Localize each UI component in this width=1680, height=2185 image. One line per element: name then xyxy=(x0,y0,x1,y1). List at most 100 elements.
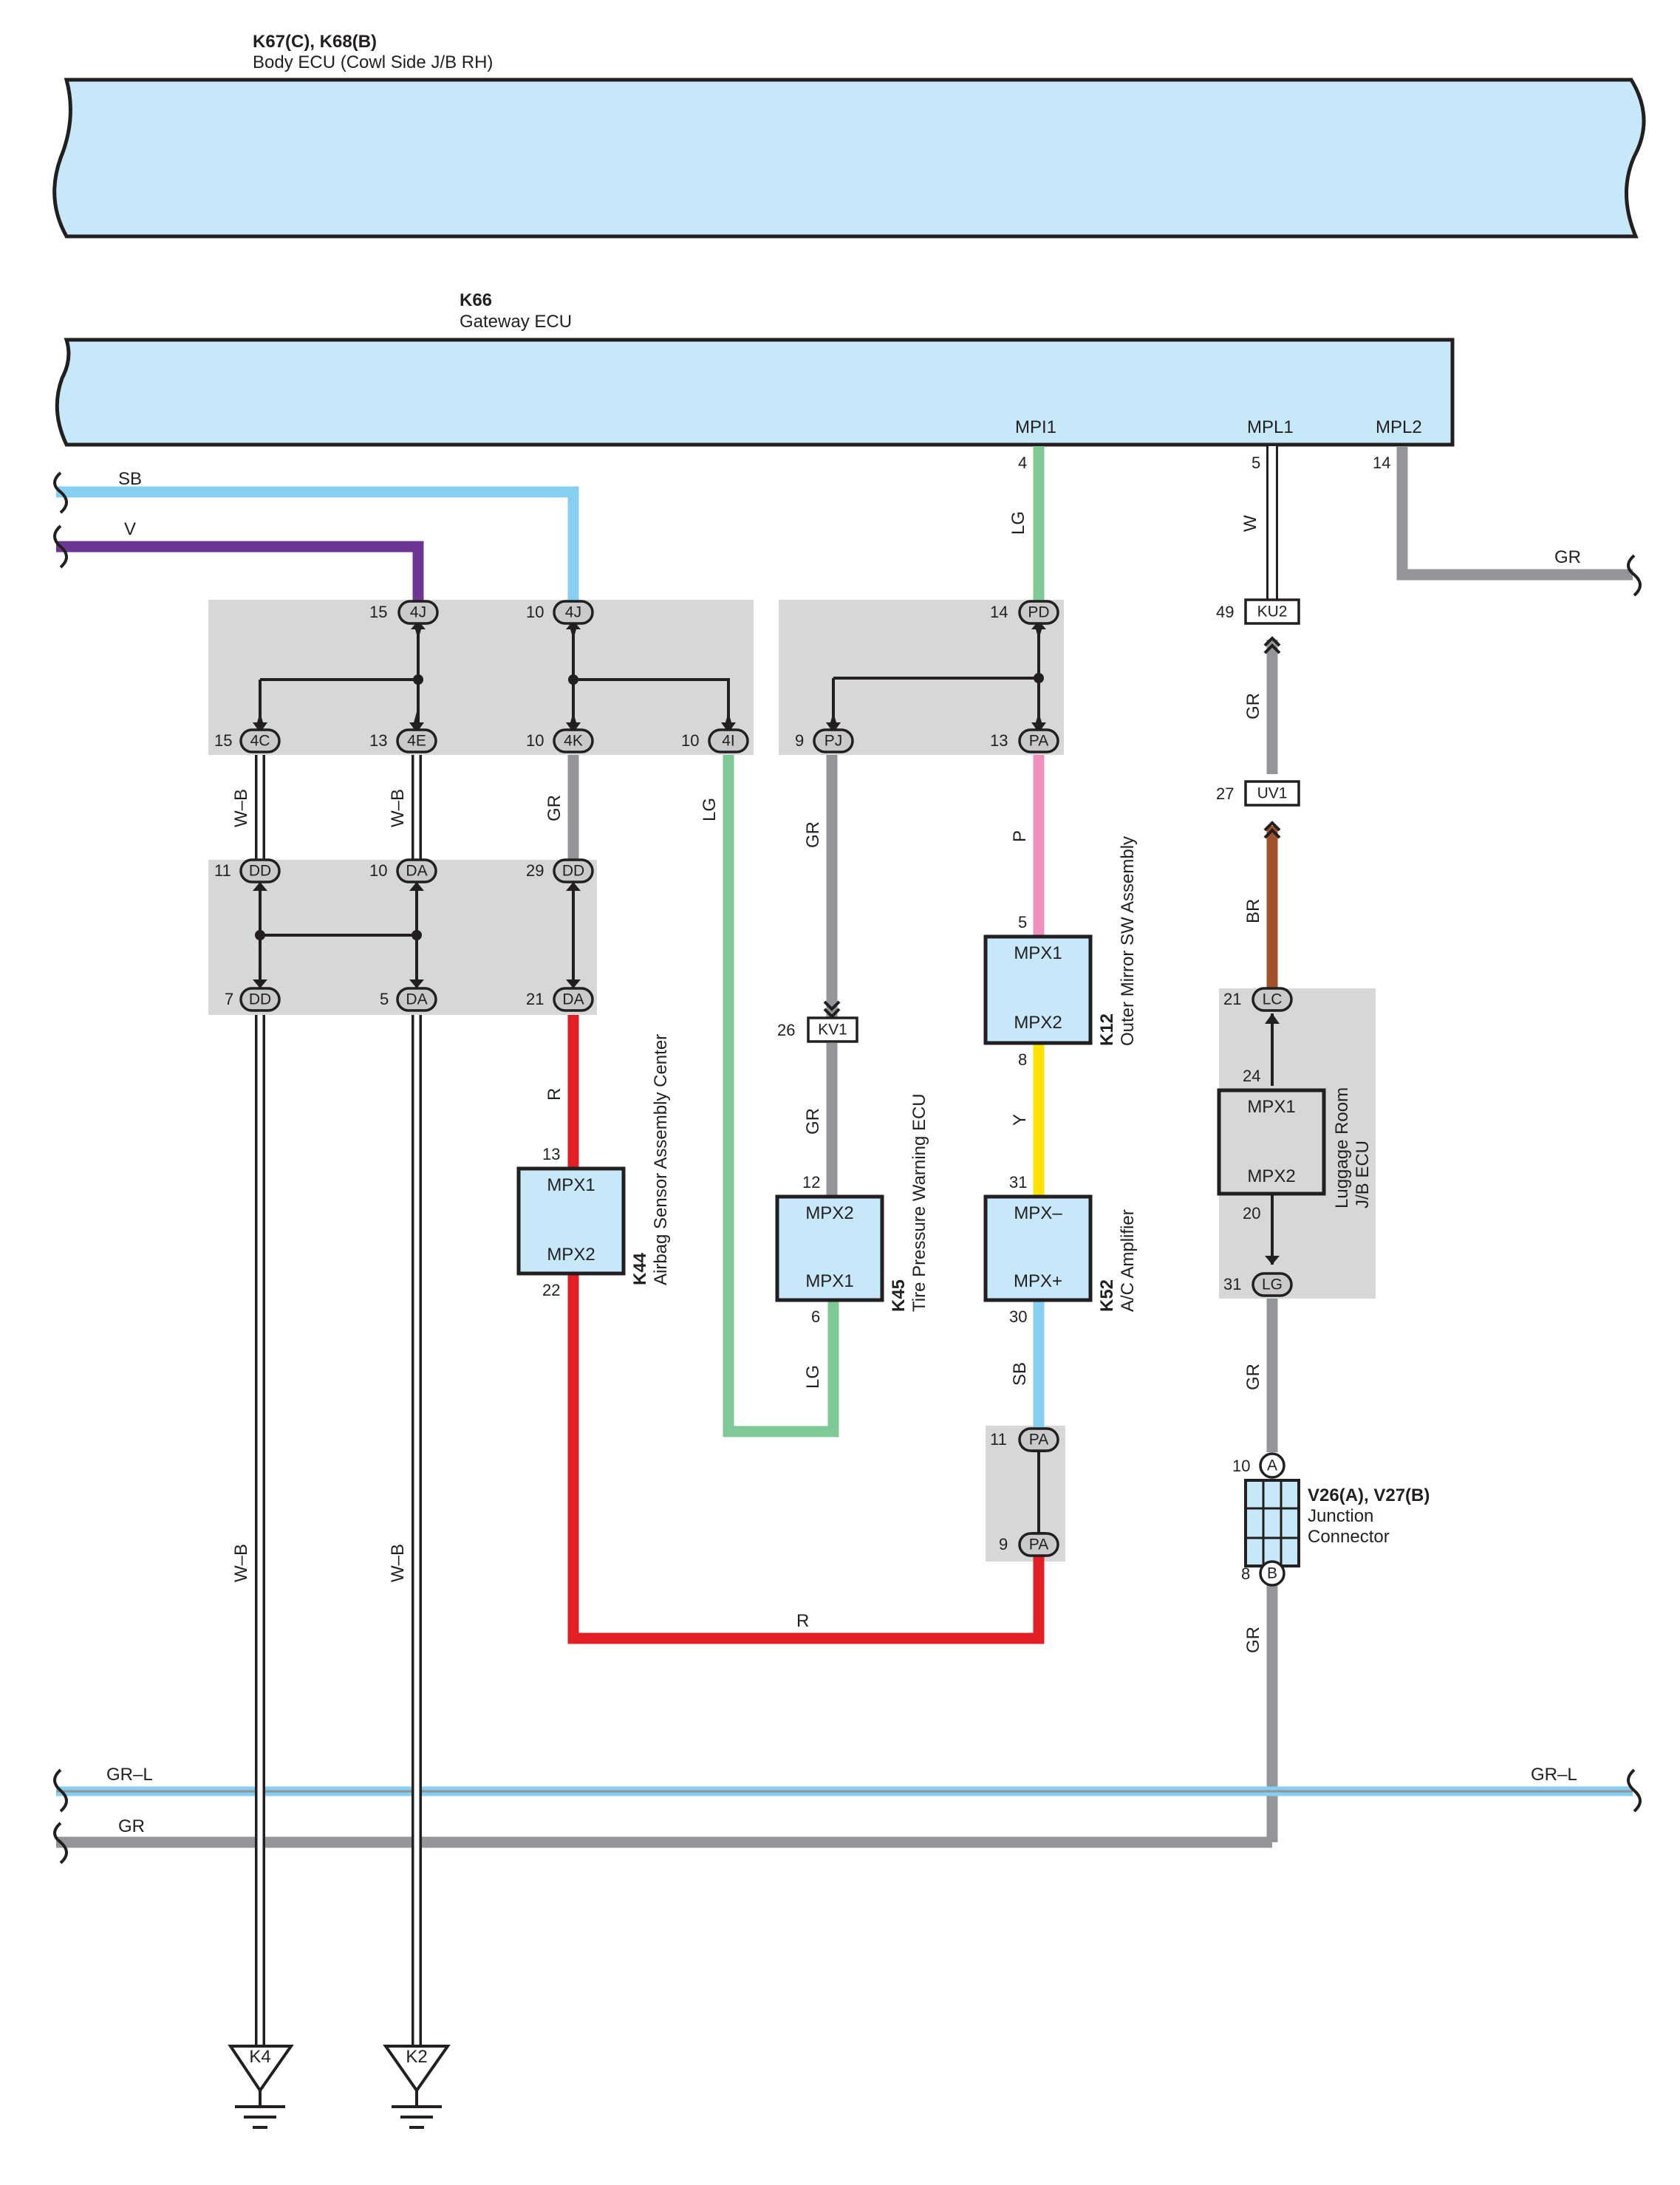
ground-k4: K4 xyxy=(228,2045,294,2129)
pin-number-14: 14 xyxy=(1373,454,1390,472)
svg-text:31: 31 xyxy=(1223,1275,1241,1293)
wire-sb xyxy=(56,486,579,610)
svg-text:V26(A), V27(B): V26(A), V27(B) xyxy=(1308,1485,1430,1505)
arrowheads xyxy=(253,620,1280,1541)
svg-text:PA: PA xyxy=(1029,1536,1048,1553)
svg-text:Y: Y xyxy=(1010,1114,1030,1126)
svg-text:DA: DA xyxy=(406,991,427,1008)
svg-text:LG: LG xyxy=(1008,511,1028,535)
svg-text:30: 30 xyxy=(1009,1307,1027,1326)
svg-text:K12: K12 xyxy=(1097,1013,1117,1046)
wire-v xyxy=(56,541,424,610)
svg-text:PA: PA xyxy=(1029,733,1048,750)
junction-block-4 xyxy=(208,600,754,755)
svg-text:21: 21 xyxy=(526,990,544,1008)
svg-text:W–B: W–B xyxy=(388,1544,408,1582)
svg-text:GR: GR xyxy=(1243,693,1263,719)
svg-text:20: 20 xyxy=(1243,1204,1260,1223)
svg-text:DD: DD xyxy=(562,863,584,880)
svg-text:22: 22 xyxy=(542,1281,560,1299)
svg-text:LG: LG xyxy=(1262,1276,1283,1293)
svg-text:11: 11 xyxy=(214,861,231,880)
connector-da-5: DA 5 xyxy=(380,987,437,1012)
svg-text:10: 10 xyxy=(1232,1457,1250,1475)
svg-text:K44: K44 xyxy=(630,1252,650,1285)
svg-text:Junction: Junction xyxy=(1308,1506,1373,1526)
outer-mirror-sw: MPX1 MPX2 5 8 K12 Outer Mirror SW Assemb… xyxy=(983,836,1138,1069)
svg-text:GR: GR xyxy=(803,821,823,848)
svg-text:K52: K52 xyxy=(1097,1279,1117,1312)
svg-text:26: 26 xyxy=(777,1021,795,1039)
svg-text:Connector: Connector xyxy=(1308,1527,1390,1547)
svg-text:MPX1: MPX1 xyxy=(805,1271,853,1291)
connector-4j-10: 4J 10 xyxy=(526,600,594,625)
svg-text:10: 10 xyxy=(526,603,544,621)
svg-text:KV1: KV1 xyxy=(818,1022,847,1039)
body-ecu-code: K67(C), K68(B) xyxy=(253,32,377,52)
connector-dd-29: DD 29 xyxy=(526,858,594,883)
pin-number-5: 5 xyxy=(1252,454,1260,472)
svg-text:K2: K2 xyxy=(406,2047,427,2067)
connector-4c-15: 4C 15 xyxy=(214,728,281,753)
ground-k2: K2 xyxy=(383,2045,451,2129)
svg-text:MPX2: MPX2 xyxy=(805,1203,853,1223)
svg-text:GR: GR xyxy=(1243,1364,1263,1390)
svg-text:MPX2: MPX2 xyxy=(1014,1013,1062,1033)
connector-da-21: DA 21 xyxy=(526,987,594,1012)
svg-text:PA: PA xyxy=(1029,1432,1048,1449)
connector-kv1-26: KV1 26 xyxy=(777,1016,858,1043)
svg-text:4C: 4C xyxy=(250,733,270,750)
luggage-room-jb-ecu: MPX1 MPX2 24 20 Luggage Room J/B ECU xyxy=(1217,1067,1373,1223)
svg-text:GR–L: GR–L xyxy=(1531,1765,1577,1785)
svg-text:24: 24 xyxy=(1243,1067,1260,1085)
body-ecu: K67(C), K68(B) Body ECU (Cowl Side J/B R… xyxy=(52,32,1646,239)
svg-text:KU2: KU2 xyxy=(1257,603,1288,620)
svg-text:31: 31 xyxy=(1009,1173,1027,1191)
wires xyxy=(56,446,1633,1842)
svg-text:10: 10 xyxy=(681,731,699,750)
connector-lg-31: LG 31 xyxy=(1223,1272,1293,1297)
svg-text:SB: SB xyxy=(1010,1362,1030,1386)
svg-text:GR: GR xyxy=(1243,1627,1263,1653)
svg-text:5: 5 xyxy=(380,990,389,1008)
svg-text:8: 8 xyxy=(1241,1565,1250,1583)
junction-dots xyxy=(255,673,1044,940)
svg-text:DD: DD xyxy=(249,991,271,1008)
svg-text:GR: GR xyxy=(803,1108,823,1135)
svg-text:J/B ECU: J/B ECU xyxy=(1353,1141,1373,1208)
svg-text:MPX2: MPX2 xyxy=(1247,1166,1295,1186)
pin-number-4: 4 xyxy=(1018,454,1027,472)
svg-text:UV1: UV1 xyxy=(1257,785,1288,802)
svg-text:9: 9 xyxy=(999,1535,1008,1553)
svg-text:8: 8 xyxy=(1018,1050,1027,1069)
pin-label-mpl2: MPL2 xyxy=(1376,417,1422,437)
svg-text:PJ: PJ xyxy=(824,733,843,750)
svg-text:29: 29 xyxy=(526,861,544,880)
svg-text:GR–L: GR–L xyxy=(106,1765,153,1785)
svg-text:4J: 4J xyxy=(565,604,581,621)
connector-dd-7: DD7 xyxy=(225,987,281,1012)
svg-text:P: P xyxy=(1010,830,1030,842)
svg-text:W–B: W–B xyxy=(231,789,251,827)
svg-text:PD: PD xyxy=(1028,604,1049,621)
gateway-ecu-name: Gateway ECU xyxy=(460,312,572,332)
svg-text:LG: LG xyxy=(700,798,720,821)
wire-gr-mpl2 xyxy=(1396,446,1633,581)
svg-text:R: R xyxy=(544,1088,564,1101)
svg-text:LG: LG xyxy=(803,1365,823,1389)
body-ecu-name: Body ECU (Cowl Side J/B RH) xyxy=(253,52,493,72)
svg-text:K45: K45 xyxy=(889,1279,909,1312)
svg-text:GR: GR xyxy=(118,1816,145,1836)
svg-text:DA: DA xyxy=(406,863,427,880)
svg-text:DA: DA xyxy=(562,991,584,1008)
svg-text:Airbag Sensor Assembly Center: Airbag Sensor Assembly Center xyxy=(651,1034,671,1285)
svg-text:15: 15 xyxy=(214,731,232,750)
svg-text:SB: SB xyxy=(118,469,142,489)
svg-text:27: 27 xyxy=(1216,784,1234,803)
